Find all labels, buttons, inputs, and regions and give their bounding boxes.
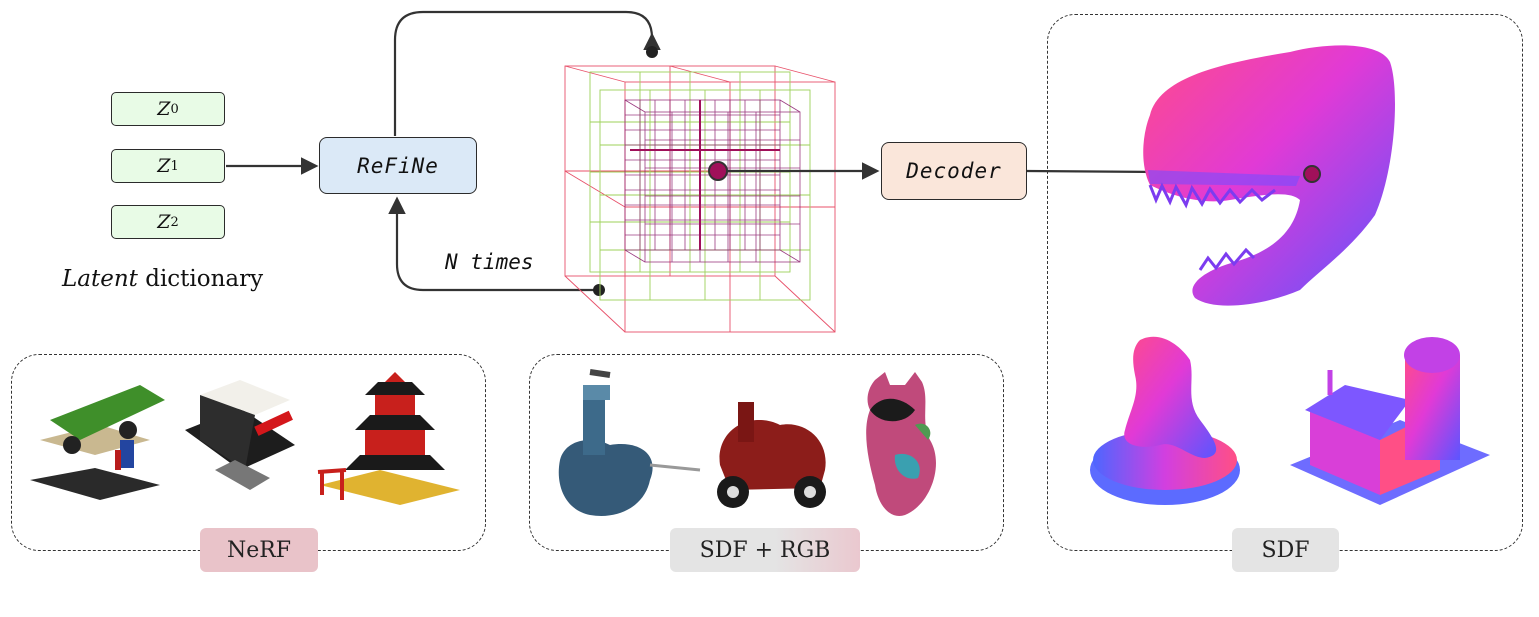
decoder-label: Decoder: [906, 159, 1002, 183]
sdf-rgb-tag: SDF + RGB: [670, 528, 860, 572]
trex-sdf-render: [1143, 45, 1395, 306]
sdf-panel: [1047, 14, 1523, 551]
refine-module: ReFiNe: [319, 137, 477, 194]
nerf-lego-pagoda: [317, 372, 460, 505]
decoder-module: Decoder: [881, 142, 1027, 200]
nerf-lego-engine: [185, 380, 295, 490]
arrow-feedback-loop: [388, 196, 598, 292]
latent-dictionary-caption: Latent dictionary: [62, 266, 264, 292]
sdf-rgb-panel: [529, 354, 1004, 551]
octree-grid: [564, 65, 836, 333]
hand-sdf-render: [1090, 336, 1240, 505]
rgb-scooter: [717, 402, 826, 508]
refine-label: ReFiNe: [357, 153, 439, 178]
nerf-panel: [11, 354, 486, 551]
loop-label: N times: [445, 250, 534, 274]
arrow-refine-to-octree: [393, 10, 661, 136]
nerf-tag: NeRF: [200, 528, 318, 572]
rgb-machine: [558, 369, 701, 516]
query-point: [708, 161, 728, 181]
nerf-lego-car: [30, 385, 165, 500]
sdf-tag: SDF: [1232, 528, 1339, 572]
octree-entry-point: [646, 46, 658, 58]
house-sdf-render: [1290, 337, 1490, 505]
rgb-dog: [866, 372, 936, 516]
octree-exit-point: [593, 284, 605, 296]
